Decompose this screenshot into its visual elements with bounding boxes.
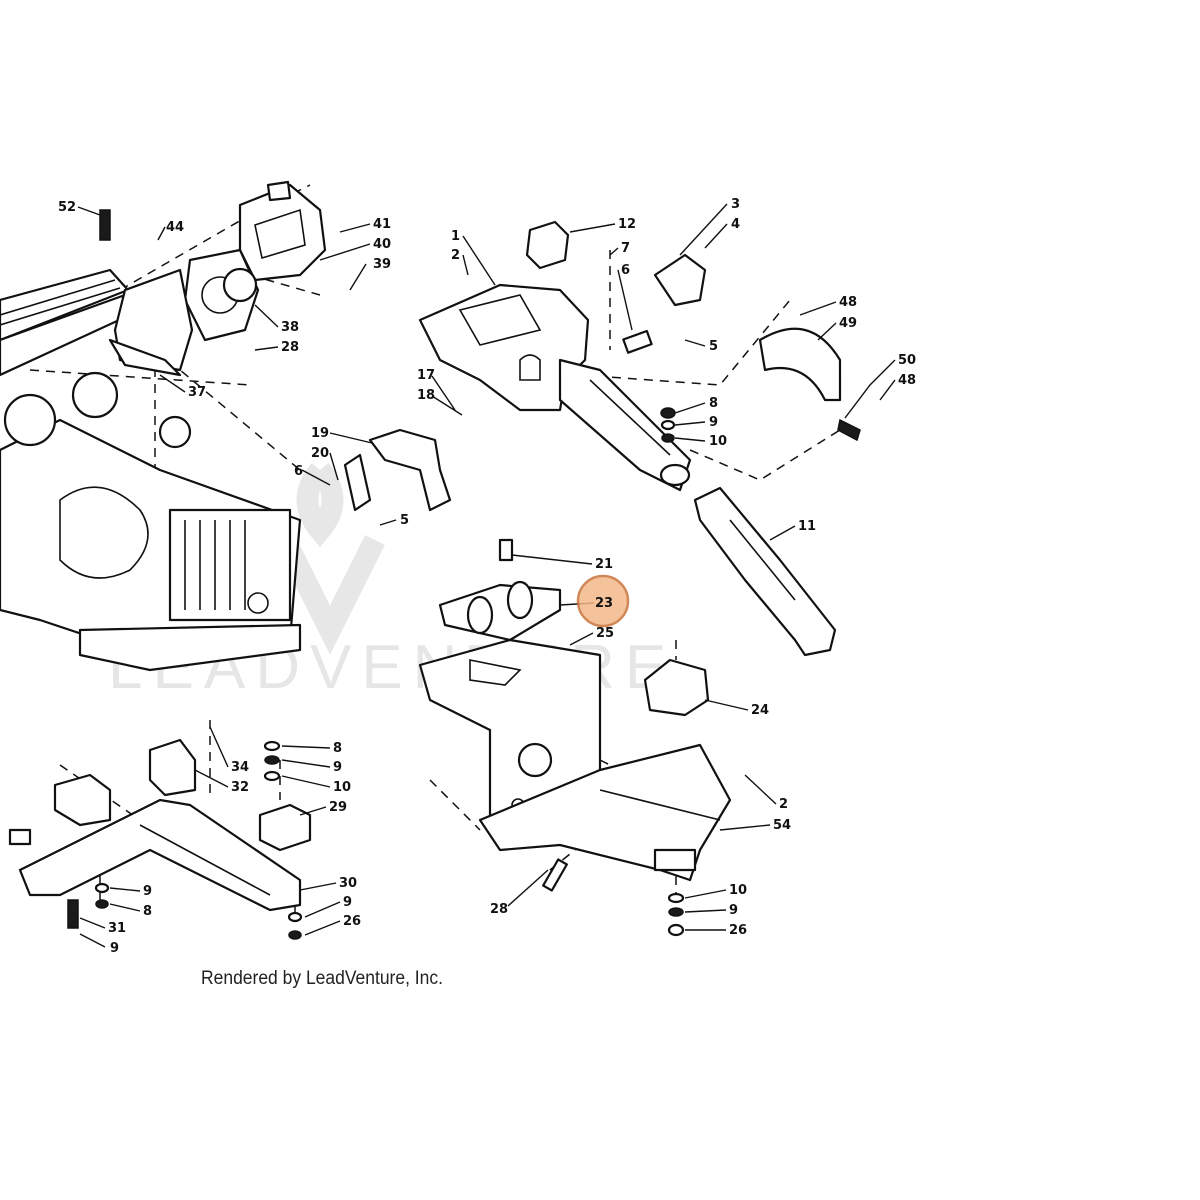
callout-49: 49 [839,316,857,331]
callout-1: 1 [451,229,460,244]
callout-8: 8 [143,904,152,919]
callout-9: 9 [729,903,738,918]
pump-housing [238,180,327,282]
callout-32: 32 [231,780,249,795]
drive-shaft [0,268,132,377]
washers-left [94,740,303,940]
callout-28: 28 [490,902,508,917]
callout-2: 2 [779,797,788,812]
callout-29: 29 [329,800,347,815]
washers-10-9-26 [667,892,685,937]
callout-25: 25 [596,626,614,641]
callout-8: 8 [709,396,718,411]
callout-2: 2 [451,248,460,263]
callout-48: 48 [839,295,857,310]
floor-board-54 [478,743,732,882]
coil-3 [622,253,707,354]
watermark-logo [275,462,385,655]
callout-9: 9 [343,895,352,910]
callout-34: 34 [231,760,249,775]
callout-26: 26 [729,923,747,938]
render-credit: Rendered by LeadVenture, Inc. [201,968,443,989]
spring-50 [837,418,861,442]
frame-30 [18,798,302,912]
callout-5: 5 [400,513,409,528]
callout-24: 24 [751,703,769,718]
left-bracket [8,773,112,846]
callout-40: 40 [373,237,391,252]
callout-54: 54 [773,818,791,833]
callout-18: 18 [417,388,435,403]
callout-37: 37 [188,385,206,400]
callout-5: 5 [709,339,718,354]
callout-7: 7 [621,241,630,256]
mount-29 [258,803,312,852]
callout-26: 26 [343,914,361,929]
callout-19: 19 [311,426,329,441]
callout-50: 50 [898,353,916,368]
callout-10: 10 [333,780,351,795]
callout-48: 48 [898,373,916,388]
callout-3: 3 [731,197,740,212]
callout-20: 20 [311,446,329,461]
relay-12 [525,220,570,270]
duct-11 [693,486,837,657]
leader-lines [77,203,896,948]
callout-44: 44 [166,220,184,235]
callout-12: 12 [618,217,636,232]
bolt-31 [67,899,79,929]
callout-6: 6 [621,263,630,278]
engine-block [0,371,302,672]
callout-28: 28 [281,340,299,355]
callout-11: 11 [798,519,816,534]
callout-38: 38 [281,320,299,335]
callouts: 52 44 41 40 39 38 28 37 1 2 12 3 4 7 6 5… [58,197,916,956]
shift-lever-19 [343,428,452,512]
callout-9: 9 [143,884,152,899]
callout-39: 39 [373,257,391,272]
mount-bracket [108,268,194,377]
callout-52: 52 [58,200,76,215]
callout-4: 4 [731,217,740,232]
callout-10: 10 [729,883,747,898]
callout-17: 17 [417,368,435,383]
callout-9: 9 [709,415,718,430]
callout-6: 6 [294,464,303,479]
bracket-23 [438,580,562,642]
bracket-32 [148,738,197,797]
bolt-21 [498,538,514,562]
callout-9: 9 [333,760,342,775]
callout-41: 41 [373,217,391,232]
bolt-52 [99,209,111,241]
callout-10: 10 [709,434,727,449]
gear-housing [183,248,260,342]
console-panel [418,283,692,492]
washers-8-9-10 [660,407,676,443]
callout-8: 8 [333,741,342,756]
handle-49 [758,327,842,402]
highlight-ring [576,574,630,628]
callout-21: 21 [595,557,613,572]
callout-9: 9 [110,941,119,956]
callout-30: 30 [339,876,357,891]
bolt-28 [542,858,568,892]
callout-31: 31 [108,921,126,936]
callout-23: 23 [595,596,613,611]
